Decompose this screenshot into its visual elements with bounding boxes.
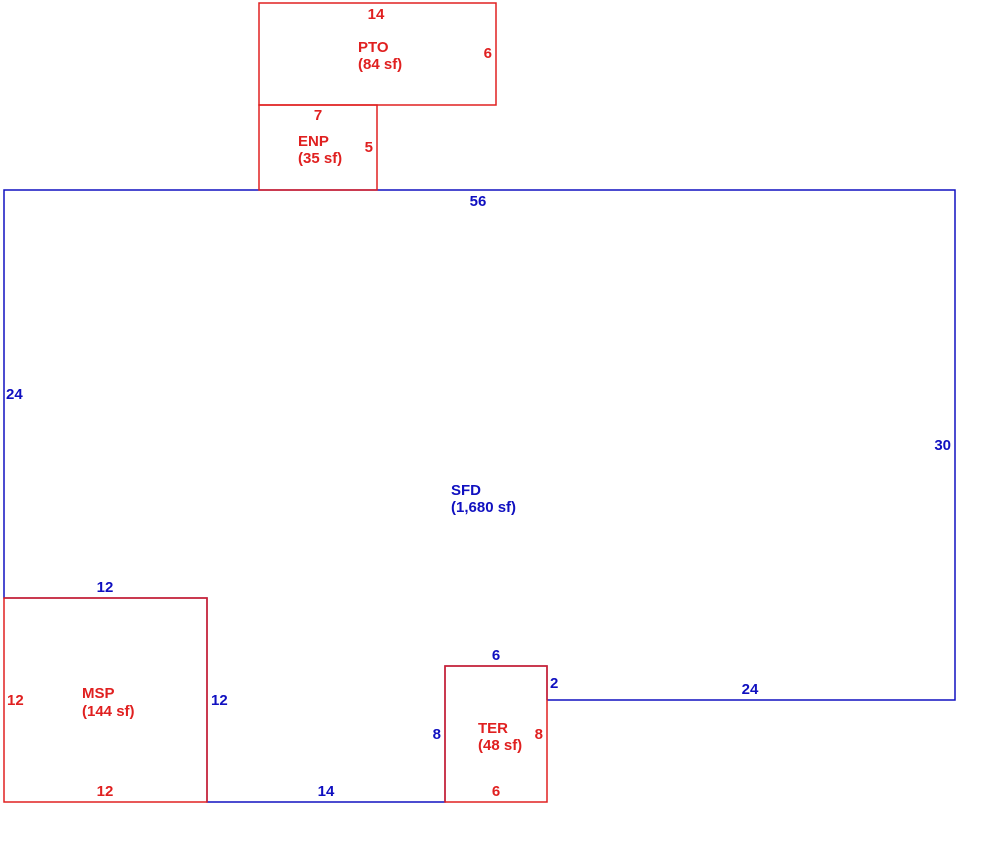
- msp-area-label: (144 sf): [82, 703, 135, 720]
- dim-ter-bottom: 6: [492, 783, 500, 800]
- dim-sfd-ter-left: 8: [433, 726, 441, 743]
- msp-outline: [3, 597, 208, 803]
- dim-msp-bottom: 12: [97, 783, 114, 800]
- dim-sfd-left: 24: [6, 386, 23, 403]
- pto-area-label: (84 sf): [358, 56, 402, 73]
- ter-outline: [444, 665, 548, 803]
- dim-ter-right: 8: [535, 726, 543, 743]
- dim-pto-top: 14: [368, 6, 385, 23]
- dim-sfd-msp-right: 12: [211, 692, 228, 709]
- sfd-code-label: SFD: [451, 482, 481, 499]
- pto-code-label: PTO: [358, 39, 389, 56]
- ter-code-label: TER: [478, 720, 508, 737]
- dim-enp-top: 7: [314, 107, 322, 124]
- dim-enp-right: 5: [365, 139, 373, 156]
- enp-code-label: ENP: [298, 133, 329, 150]
- dim-sfd-bottom-middle: 14: [318, 783, 335, 800]
- dim-sfd-msp-top: 12: [97, 579, 114, 596]
- dim-sfd-right: 30: [934, 437, 951, 454]
- dim-msp-left: 12: [7, 692, 24, 709]
- ter-area-label: (48 sf): [478, 737, 522, 754]
- enp-area-label: (35 sf): [298, 150, 342, 167]
- dim-sfd-bottom-right: 24: [742, 681, 759, 698]
- enp-outline: [258, 104, 378, 191]
- dim-pto-right: 6: [484, 45, 492, 62]
- msp-code-label: MSP: [82, 685, 115, 702]
- dim-sfd-step: 2: [550, 675, 558, 692]
- dim-sfd-top: 56: [470, 193, 487, 210]
- dim-sfd-ter-top: 6: [492, 647, 500, 664]
- sfd-area-label: (1,680 sf): [451, 499, 516, 516]
